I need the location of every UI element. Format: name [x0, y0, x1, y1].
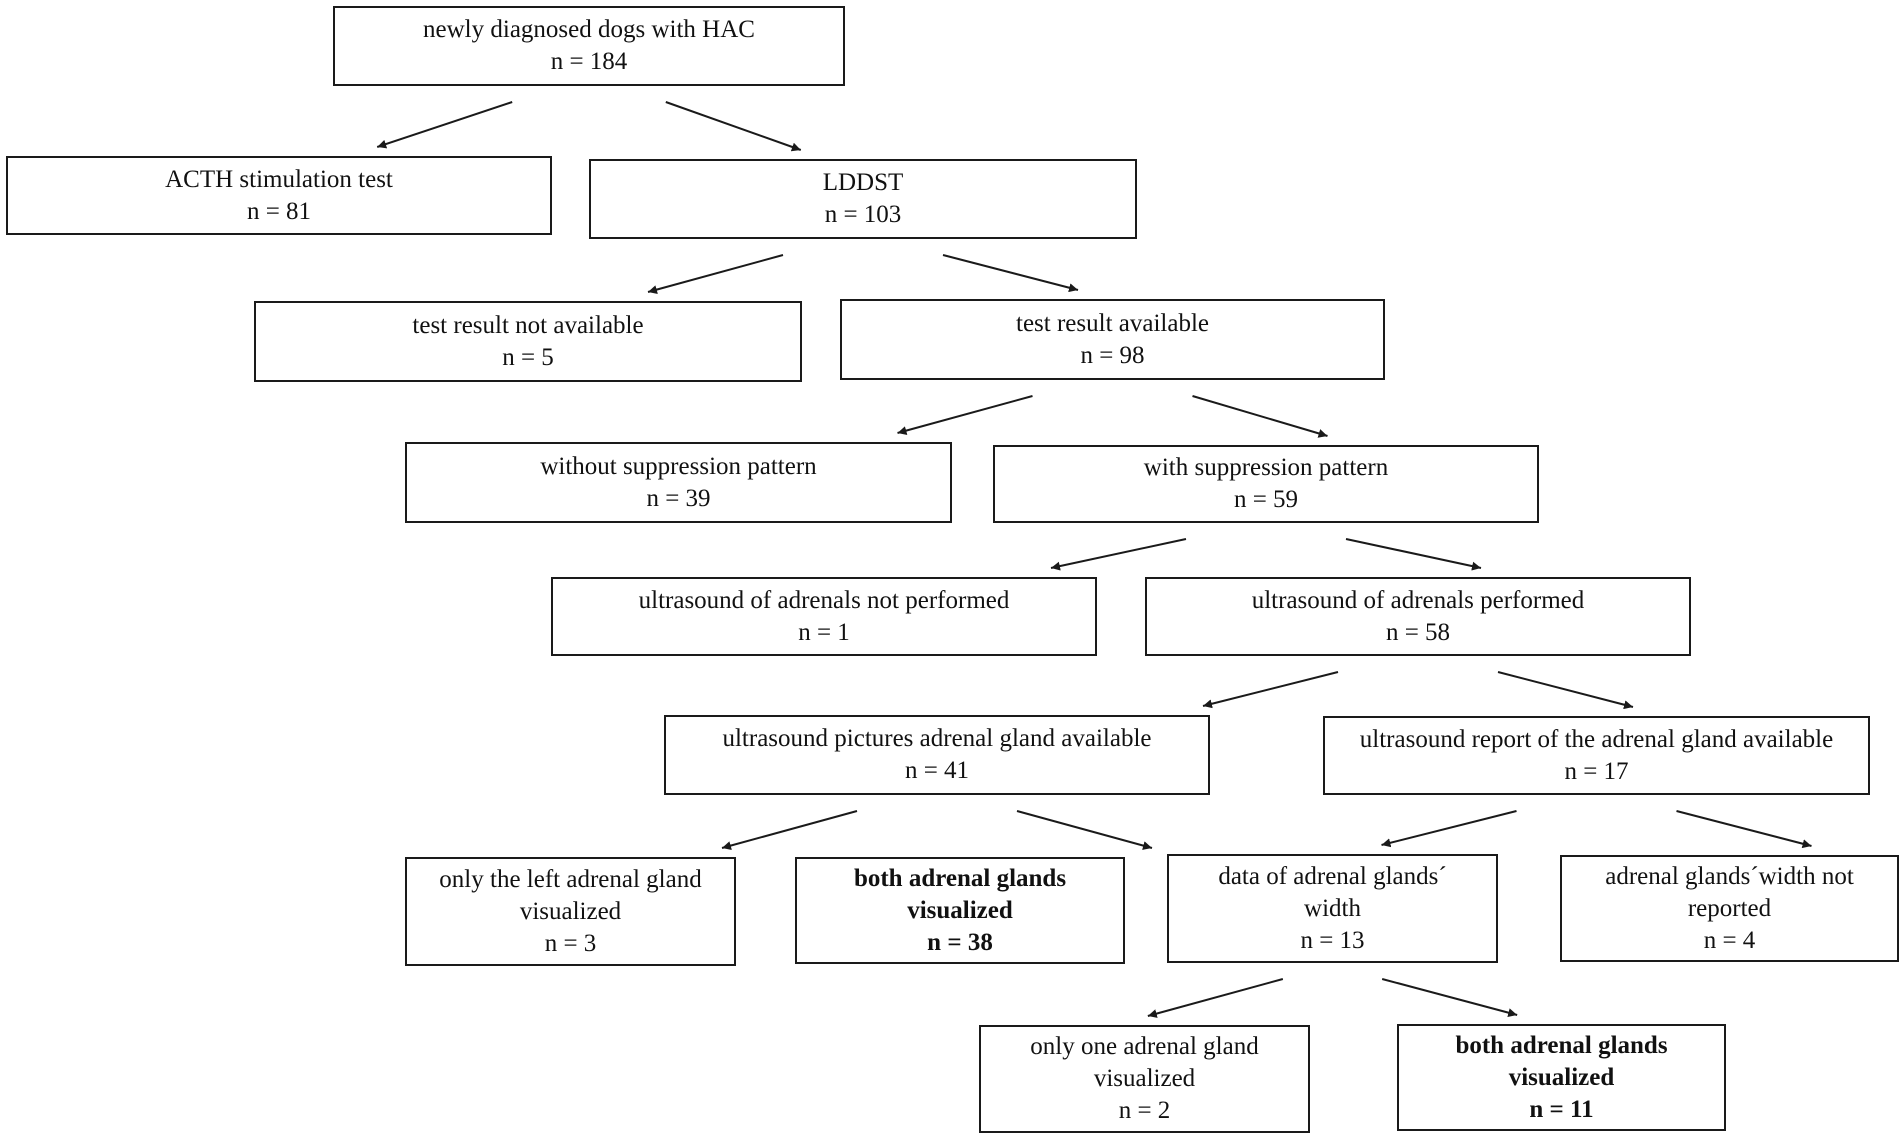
- arrow-report-to-data: [1381, 810, 1517, 848]
- arrow-supp-to-usnp: [1050, 538, 1187, 571]
- node-both-glands-report: both adrenal glands visualized n = 11: [1397, 1024, 1726, 1131]
- node-only-left-gland: only the left adrenal gland visualized n…: [405, 857, 736, 966]
- node-one-line-3: n = 2: [1118, 1097, 1171, 1124]
- node-root-line-1: newly diagnosed dogs with HAC: [423, 16, 755, 43]
- arrow-supp-to-usp: [1345, 538, 1482, 571]
- arrow-lddst-to-na: [647, 254, 784, 294]
- node-data-line-1: data of adrenal glands´: [1218, 862, 1447, 890]
- node-only-one-gland: only one adrenal gland visualized n = 2: [979, 1025, 1310, 1133]
- node-lddst-line-2: n = 103: [824, 201, 902, 228]
- node-avail-line-1: test result available: [1016, 309, 1209, 337]
- node-na-line-1: test result not available: [412, 311, 644, 339]
- node-with-suppression: with suppression pattern n = 59: [993, 445, 1539, 523]
- node-both2-line-1: both adrenal glands: [1455, 1031, 1668, 1059]
- arrow-data-to-one: [1147, 978, 1284, 1018]
- arrow-avail-to-supp: [1192, 395, 1328, 438]
- node-acth-line-2: n = 81: [246, 197, 312, 225]
- arrow-usp-to-report: [1497, 671, 1634, 710]
- node-notrep-line-3: n = 4: [1703, 926, 1756, 954]
- node-one-line-2: visualized: [1093, 1065, 1196, 1092]
- node-ultrasound-not-performed: ultrasound of adrenals not performed n =…: [551, 577, 1097, 656]
- arrow-root-to-lddst: [665, 101, 802, 152]
- node-lddst: LDDST n = 103: [589, 159, 1137, 239]
- arrow-report-to-notrep: [1676, 810, 1812, 849]
- arrow-data-to-both2: [1381, 978, 1518, 1018]
- node-usnp-line-1: ultrasound of adrenals not performed: [638, 586, 1010, 614]
- node-notrep-line-2: reported: [1687, 894, 1772, 922]
- node-both1-line-1: both adrenal glands: [853, 864, 1067, 892]
- arrow-lddst-to-avail: [942, 254, 1079, 293]
- node-test-result-not-available: test result not available n = 5: [254, 301, 802, 382]
- node-notrep-line-1: adrenal glands´width not: [1605, 862, 1854, 890]
- node-supp-line-1: with suppression pattern: [1143, 454, 1389, 481]
- node-width-not-reported: adrenal glands´width not reported n = 4: [1560, 855, 1899, 962]
- node-usp-line-1: ultrasound of adrenals performed: [1251, 586, 1585, 614]
- node-ultrasound-performed: ultrasound of adrenals performed n = 58: [1145, 577, 1691, 656]
- node-usp-line-2: n = 58: [1385, 618, 1451, 646]
- arrow-avail-to-nosupp: [897, 395, 1033, 435]
- node-data-line-2: width: [1304, 894, 1361, 922]
- node-both1-line-2: visualized: [907, 896, 1013, 924]
- node-without-suppression: without suppression pattern n = 39: [405, 442, 952, 523]
- node-supp-line-2: n = 59: [1233, 486, 1299, 513]
- node-report-line-1: ultrasound report of the adrenal gland a…: [1359, 725, 1834, 753]
- arrow-pics-to-left: [721, 810, 858, 850]
- node-root-line-2: n = 184: [550, 48, 628, 75]
- node-left-line-3: n = 3: [544, 929, 597, 957]
- node-both1-line-3: n = 38: [927, 928, 993, 956]
- node-left-line-1: only the left adrenal gland: [439, 865, 702, 893]
- arrow-root-to-acth: [376, 101, 513, 149]
- node-nosupp-line-2: n = 39: [646, 484, 711, 512]
- arrow-usp-to-pics: [1202, 671, 1339, 709]
- node-lddst-line-1: LDDST: [822, 169, 904, 196]
- node-ultrasound-report: ultrasound report of the adrenal gland a…: [1323, 716, 1870, 795]
- node-na-line-2: n = 5: [502, 343, 554, 371]
- node-one-line-1: only one adrenal gland: [1030, 1033, 1259, 1060]
- node-pics-line-1: ultrasound pictures adrenal gland availa…: [722, 725, 1152, 752]
- arrow-pics-to-both1: [1016, 810, 1153, 850]
- node-test-result-available: test result available n = 98: [840, 299, 1385, 380]
- node-report-line-2: n = 17: [1564, 757, 1629, 785]
- node-usnp-line-2: n = 1: [798, 618, 850, 646]
- node-pics-line-2: n = 41: [904, 757, 970, 784]
- node-ultrasound-pictures: ultrasound pictures adrenal gland availa…: [664, 715, 1210, 795]
- node-both2-line-2: visualized: [1508, 1063, 1615, 1091]
- node-avail-line-2: n = 98: [1080, 341, 1145, 369]
- node-both-glands-pictures: both adrenal glands visualized n = 38: [795, 857, 1125, 964]
- node-left-line-2: visualized: [519, 897, 622, 925]
- node-acth-stimulation: ACTH stimulation test n = 81: [6, 156, 552, 235]
- node-data-line-3: n = 13: [1300, 926, 1365, 954]
- node-both2-line-3: n = 11: [1529, 1095, 1594, 1123]
- node-nosupp-line-1: without suppression pattern: [540, 452, 817, 480]
- node-root: newly diagnosed dogs with HAC n = 184: [333, 6, 845, 86]
- node-acth-line-1: ACTH stimulation test: [165, 165, 393, 193]
- node-width-data: data of adrenal glands´ width n = 13: [1167, 854, 1498, 963]
